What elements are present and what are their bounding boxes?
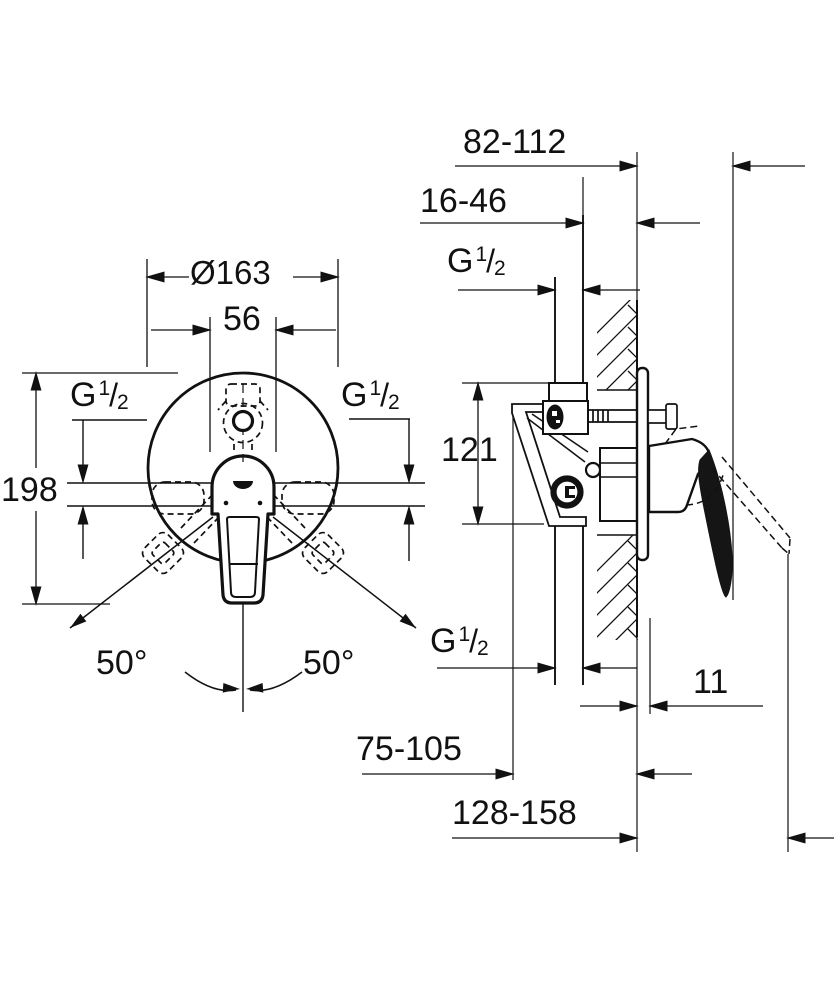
angle-leg-lines: [69, 516, 417, 629]
handle-swing-dashed: [664, 425, 791, 555]
thread-size-label-top: G1/2: [447, 244, 506, 279]
thread-numerator: 1: [98, 377, 111, 400]
thread-size-label-bottom: G1/2: [430, 624, 489, 659]
handle-blade: [698, 449, 733, 598]
thread-slash: /: [486, 243, 496, 279]
valve-body: [511, 382, 649, 527]
thread-size-label-front-right: G1/2: [341, 378, 400, 413]
wall-hatch-top: [597, 300, 638, 390]
lever-handle-front: [210, 454, 276, 605]
side-view: [362, 152, 834, 852]
escutcheon-plate: [635, 366, 650, 562]
thread-denominator: 2: [117, 391, 129, 414]
dim-128-158-label: 128-158: [452, 794, 577, 832]
thread-letter: G: [70, 376, 97, 414]
dim-16-46-label: 16-46: [420, 182, 507, 220]
thread-denominator: 2: [494, 257, 506, 280]
thread-numerator: 1: [475, 243, 488, 266]
threaded-rod: [588, 409, 637, 423]
wall-hatch-bottom: [597, 535, 638, 640]
thread-letter: G: [447, 242, 474, 280]
dim-11-label: 11: [693, 663, 729, 701]
angle-left-label: 50°: [96, 644, 148, 682]
thread-denominator: 2: [477, 637, 489, 660]
thread-leader-left: [72, 419, 147, 559]
thread-slash: /: [380, 377, 390, 413]
thread-leader-right: [349, 418, 410, 561]
brand-mark: [546, 404, 564, 430]
fixing-pin: [647, 403, 678, 430]
dim-121: [462, 382, 552, 525]
dim-75-105-label: 75-105: [356, 730, 462, 768]
stop-screw: [584, 461, 602, 479]
extension-lines: [512, 152, 789, 852]
pipe-collar: [548, 382, 588, 402]
dim-82-112-label: 82-112: [463, 123, 567, 161]
thread-denominator: 2: [388, 391, 400, 414]
dim-diameter-label: Ø163: [190, 254, 271, 291]
thread-slash: /: [469, 623, 479, 659]
dim-cartridge-width-label: 56: [223, 300, 261, 338]
top-screw: [231, 409, 255, 433]
thread-letter: G: [341, 376, 368, 414]
thread-size-label-front-left: G1/2: [70, 378, 129, 413]
handle-notch: [233, 481, 253, 489]
lever-handle-side: [647, 425, 791, 598]
dim-height-label: 198: [1, 471, 58, 509]
thread-numerator: 1: [458, 623, 471, 646]
front-view: [22, 259, 425, 712]
dim-height: [22, 372, 178, 605]
supply-pipes: [554, 215, 584, 685]
thread-letter: G: [430, 622, 457, 660]
hidden-side-ports: [141, 481, 345, 575]
thread-numerator: 1: [369, 377, 382, 400]
dim-121-label: 121: [441, 431, 498, 469]
top-connection: [217, 383, 269, 462]
thread-slash: /: [109, 377, 119, 413]
angle-right-label: 50°: [303, 644, 355, 682]
